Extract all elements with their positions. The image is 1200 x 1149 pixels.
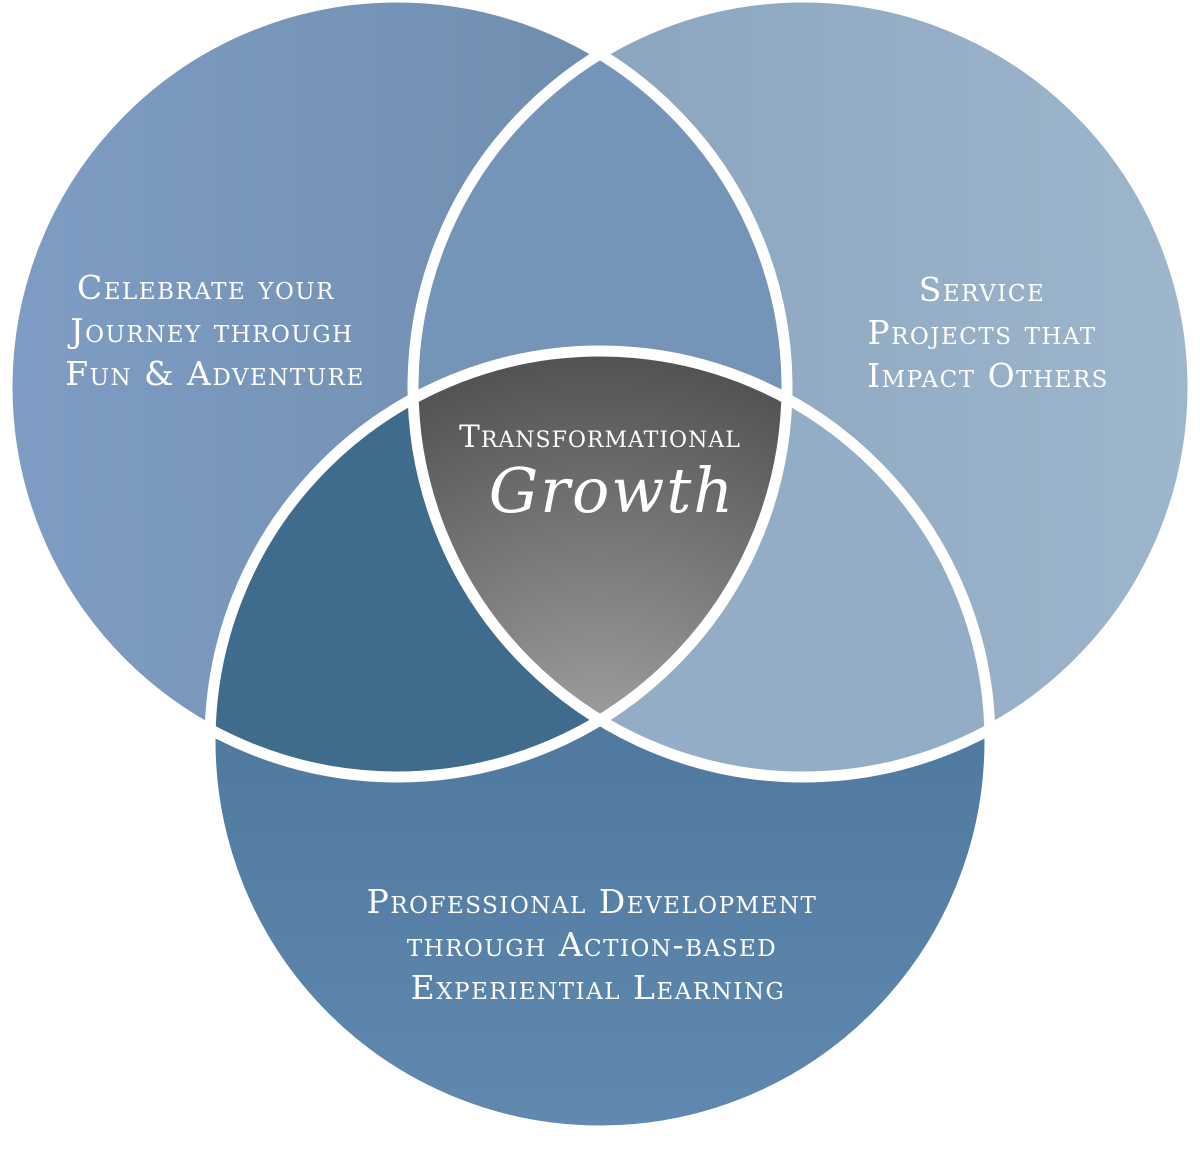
outline-top-right (407, 0, 1199, 783)
label-bottom: Professional Development through Action-… (367, 882, 830, 1007)
center-title: Transformational (459, 419, 741, 455)
outline-bottom (204, 345, 996, 1137)
label-top-left-line-1: Celebrate your (77, 268, 335, 307)
label-top-right-line-3: Impact Others (867, 356, 1109, 395)
label-top-right-line-2: Projects that (867, 313, 1096, 352)
label-top-right: Service Projects that Impact Others (867, 270, 1109, 395)
label-bottom-line-3: Experiential Learning (411, 968, 786, 1007)
label-top-right-line-1: Service (919, 270, 1045, 309)
label-top-left-line-2: Journey through (67, 311, 353, 350)
center-script: Growth (489, 454, 735, 527)
label-top-left: Celebrate your Journey through Fun & Adv… (65, 268, 365, 393)
label-bottom-line-2: through Action-based (407, 925, 777, 964)
label-top-left-line-3: Fun & Adventure (65, 354, 364, 393)
outline-top-left (1, 0, 793, 783)
label-bottom-line-1: Professional Development (367, 882, 818, 921)
